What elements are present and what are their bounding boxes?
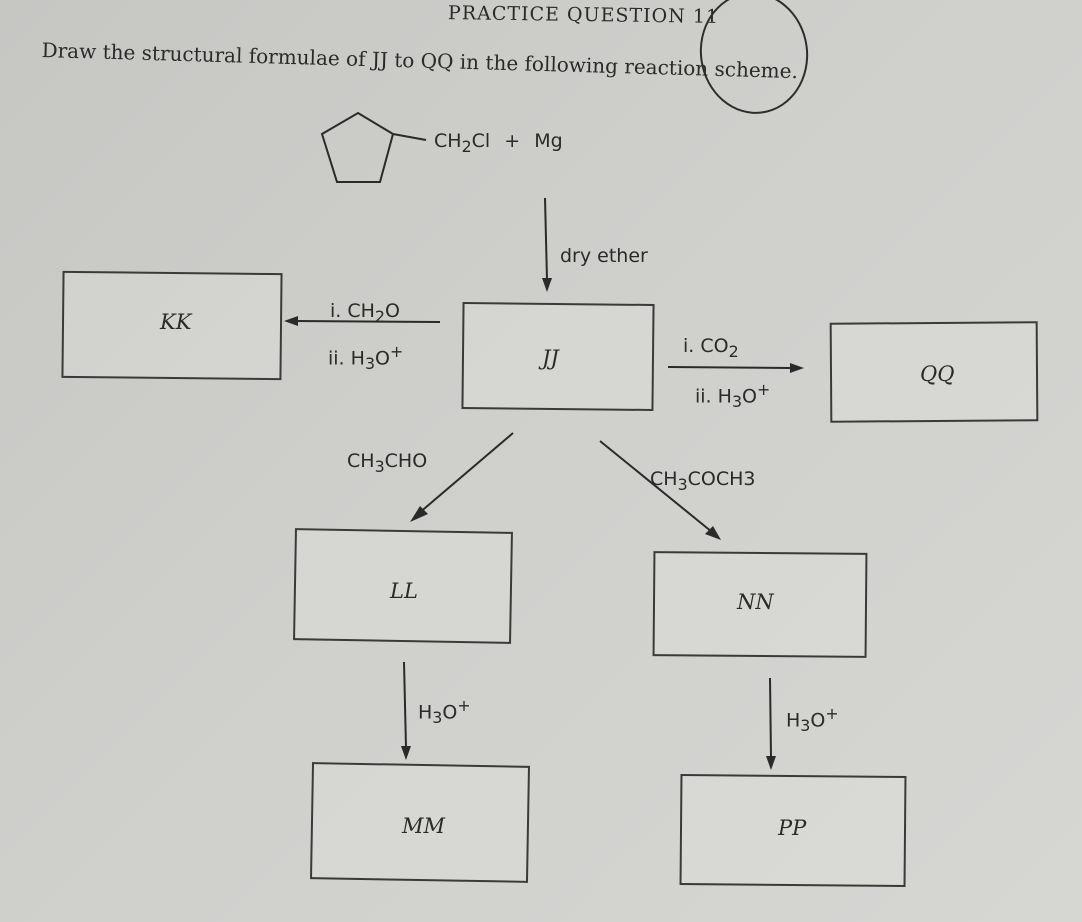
mm-reagent-prefix: H — [418, 701, 433, 724]
arrow-dry-ether — [544, 197, 548, 281]
kk-reagent-step2: ii. H3O+ — [328, 342, 403, 373]
nn-reagent-prefix: CH — [650, 468, 678, 490]
arrow-to-pp — [769, 677, 772, 759]
qq-step2-prefix: ii. H — [695, 385, 732, 408]
kk-step2-sub: 3 — [364, 354, 376, 374]
arrow-to-mm-head — [401, 746, 411, 760]
starting-reactant: CH2Cl + Mg — [434, 130, 563, 156]
plus-sign: + — [504, 130, 521, 152]
box-label-kk: KK — [160, 310, 192, 334]
kk-step2-tail: O — [375, 347, 390, 370]
qq-reagent-step1: i. CO2 — [683, 335, 739, 361]
ll-reagent-prefix: CH — [347, 450, 375, 472]
qq-step2-tail: O — [742, 385, 757, 408]
arrow-to-nn-head — [705, 526, 721, 540]
mm-reagent-sup: + — [457, 696, 471, 715]
kk-step1-prefix: i. CH — [330, 300, 375, 322]
arrow-dry-ether-head — [542, 278, 552, 292]
kk-step1-sub: 2 — [374, 306, 385, 326]
cyclopentane-ring — [320, 111, 395, 183]
dry-ether-label: dry ether — [560, 245, 648, 267]
box-label-mm: MM — [402, 814, 446, 838]
reactant-ch: CH — [434, 130, 462, 152]
ll-reagent: CH3CHO — [347, 450, 427, 476]
arrow-to-ll-head — [410, 506, 428, 522]
kk-reagent-step1: i. CH2O — [330, 300, 400, 326]
pp-reagent-sub: 3 — [800, 716, 811, 736]
pp-reagent: H3O+ — [786, 704, 839, 735]
reactant-sub: 2 — [461, 136, 472, 156]
kk-step2-sup: + — [389, 342, 404, 361]
nn-reagent: CH3COCH3 — [650, 468, 756, 494]
nn-reagent-tail: COCH3 — [687, 468, 756, 490]
ll-reagent-tail: CHO — [384, 450, 428, 472]
mm-reagent: H3O+ — [418, 696, 471, 727]
qq-step1-prefix: i. CO — [683, 335, 729, 357]
kk-step1-tail: O — [385, 300, 400, 322]
mm-reagent-tail: O — [442, 701, 458, 724]
qq-step2-sub: 3 — [731, 392, 743, 412]
qq-reagent-step2: ii. H3O+ — [695, 380, 770, 411]
arrow-to-qq — [667, 366, 791, 369]
reactant-cl: Cl — [471, 130, 491, 152]
qq-step2-sup: + — [756, 380, 771, 399]
arrow-to-qq-head — [790, 363, 804, 373]
arrow-to-mm — [403, 661, 407, 749]
pp-reagent-sup: + — [825, 704, 839, 723]
box-label-ll: LL — [390, 579, 418, 603]
arrow-to-pp-head — [766, 756, 776, 770]
ll-reagent-sub: 3 — [374, 456, 385, 476]
box-label-nn: NN — [737, 590, 774, 614]
box-label-pp: PP — [778, 816, 807, 840]
qq-step1-sub: 2 — [728, 341, 739, 361]
mm-reagent-sub: 3 — [432, 708, 443, 728]
arrow-to-ll — [417, 432, 514, 515]
arrow-to-kk-head — [284, 316, 298, 326]
box-label-jj: JJ — [542, 346, 559, 370]
kk-step2-prefix: ii. H — [328, 347, 365, 370]
arrow-to-kk — [295, 320, 441, 323]
ring-to-ch2-bond — [392, 133, 427, 141]
box-label-qq: QQ — [920, 362, 955, 386]
magnesium: Mg — [534, 130, 563, 152]
nn-reagent-sub: 3 — [677, 474, 688, 494]
arrow-to-nn — [599, 440, 713, 533]
pp-reagent-prefix: H — [786, 709, 801, 732]
pp-reagent-tail: O — [810, 709, 826, 732]
